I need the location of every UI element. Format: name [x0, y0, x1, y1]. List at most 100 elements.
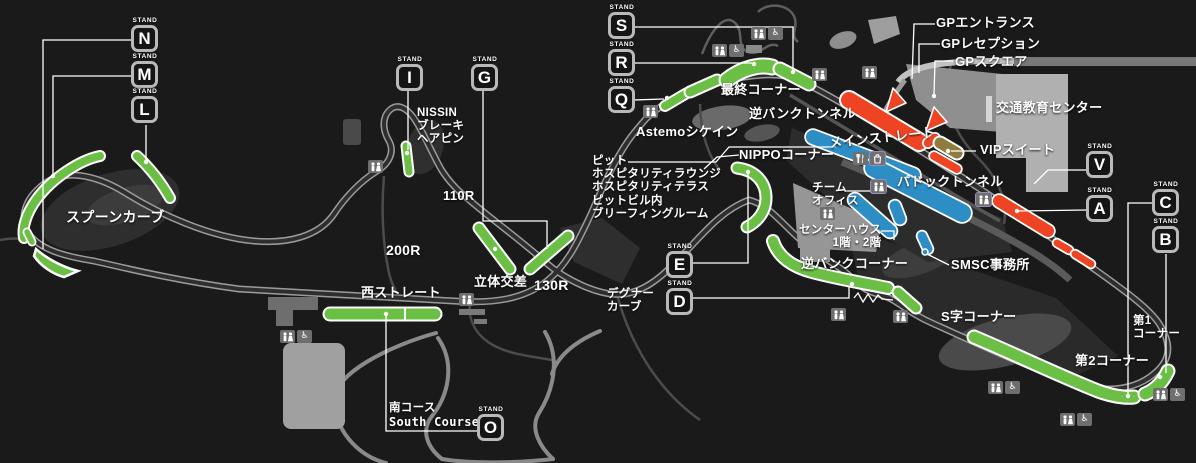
main-grandstand[interactable] [839, 90, 929, 152]
restroom-icon [751, 27, 766, 40]
stand-badge-b[interactable]: STAND B [1152, 218, 1180, 253]
leader-dots [50, 61, 1163, 399]
restroom-icon [862, 66, 877, 79]
stand-badge-d[interactable]: STAND D [666, 280, 694, 315]
label-paddock-tunnel: パドックトンネル [897, 174, 1004, 189]
label-line: センターハウス [799, 224, 882, 236]
label-turn-2: 第2コーナー [1075, 353, 1150, 368]
stand-badge-l[interactable]: STAND L [131, 88, 159, 123]
wheelchair-icon: ♿ [297, 330, 312, 343]
smsc-office-marker [921, 248, 929, 256]
gp-entrance-road [895, 57, 1016, 84]
stand-letter: B [1152, 226, 1179, 253]
restroom-accessible-icons: ♿ [1060, 413, 1092, 426]
restroom-accessible-icons: ♿ [751, 27, 783, 40]
label-s-curves: S字コーナー [941, 309, 1017, 324]
food-shop-icons [853, 151, 886, 166]
label-south-course-en: South Course [389, 415, 480, 429]
stand-badge-g[interactable]: STAND G [471, 56, 499, 91]
restroom-accessible-icons: ♿ [712, 44, 744, 57]
final-corner-stands[interactable] [659, 57, 817, 112]
label-line: 1階・2階 [832, 237, 882, 250]
restroom-icon [712, 44, 727, 57]
label-traffic-education-center: 交通教育センター [996, 100, 1103, 115]
label-line: ホスピタリティラウンジ [592, 168, 722, 181]
restroom-icon [643, 105, 658, 118]
stand-badge-e[interactable]: STAND E [666, 243, 694, 278]
label-130r: 130R [534, 277, 569, 293]
green-stands [17, 57, 1176, 405]
stand-badge-i[interactable]: STAND I [396, 56, 424, 91]
restroom-icon [975, 192, 992, 207]
label-gp-square: GPスクエア [955, 54, 1028, 69]
label-line: ホスピタリティテラス [592, 181, 710, 194]
stand-d-area[interactable] [766, 234, 923, 315]
leader-lines [42, 23, 1167, 432]
stand-letter: L [131, 96, 158, 123]
label-team-office: チーム オフィス [812, 182, 859, 208]
stand-n-area[interactable] [22, 227, 82, 279]
stand-l-area[interactable] [131, 150, 176, 204]
stand-letter: Q [608, 86, 635, 113]
crossover-stand-east[interactable] [523, 229, 575, 276]
stand-word: STAND [1087, 187, 1113, 194]
stand-letter: A [1086, 195, 1113, 222]
stand-badge-a[interactable]: STAND A [1086, 187, 1114, 222]
stand-word: STAND [1087, 143, 1113, 150]
restroom-accessible-icons: ♿ [1153, 388, 1185, 401]
stand-badge-n[interactable]: STAND N [131, 17, 159, 52]
label-line: ピットビル内 [592, 194, 663, 207]
center-house-building [793, 183, 882, 252]
wheelchair-icon: ♿ [729, 44, 744, 57]
stand-word: STAND [609, 4, 635, 11]
gp-square-area [906, 64, 1002, 132]
stand-letter: V [1086, 151, 1113, 178]
wheelchair-icon: ♿ [768, 27, 783, 40]
label-reverse-bank-corner: 逆バンクコーナー [801, 256, 909, 271]
stand-letter: S [608, 12, 635, 39]
stand-badge-c[interactable]: STAND C [1152, 181, 1180, 216]
stand-i-area[interactable] [400, 140, 415, 178]
restroom-icon [280, 330, 295, 343]
label-smsc-office: SMSC事務所 [951, 257, 1030, 272]
stand-e-area[interactable] [730, 161, 773, 234]
restroom-icon [1060, 413, 1075, 426]
label-200r: 200R [386, 242, 421, 258]
stand-letter: C [1152, 189, 1179, 216]
wheelchair-icon: ♿ [1077, 413, 1092, 426]
label-nissin-hairpin: NISSIN ブレーキ ヘアピン [417, 107, 464, 147]
restroom-icon [870, 179, 887, 194]
food-icon [853, 152, 868, 165]
stand-badge-s[interactable]: STAND S [608, 4, 636, 39]
vip-suite-structures[interactable] [922, 132, 965, 175]
stand-badge-r[interactable]: STAND R [608, 41, 636, 76]
stand-m-area[interactable] [17, 150, 106, 244]
stand-badge-o[interactable]: STAND O [477, 406, 505, 441]
stand-letter: M [131, 61, 158, 88]
wheelchair-icon: ♿ [1170, 388, 1185, 401]
stand-b-c-area[interactable] [966, 329, 1176, 405]
stand-badge-v[interactable]: STAND V [1086, 143, 1114, 178]
stand-word: STAND [609, 78, 635, 85]
stand-o-area[interactable] [322, 306, 443, 322]
stand-badge-q[interactable]: STAND Q [608, 78, 636, 113]
label-vip-suite: VIPスイート [980, 142, 1056, 157]
south-course-track [331, 329, 602, 463]
stand-a-area[interactable] [991, 193, 1097, 270]
stand-badge-m[interactable]: STAND M [131, 53, 159, 88]
restroom-icon [831, 308, 846, 321]
label-line: カーブ [607, 301, 642, 314]
traffic-education-center-building [996, 74, 1068, 192]
parking-area [283, 343, 345, 429]
restroom-icon [812, 68, 827, 81]
wheelchair-icon: ♿ [1005, 381, 1020, 394]
label-line: デグナー [607, 288, 655, 300]
stand-word: STAND [132, 17, 158, 24]
label-pit-hospitality: ピット ホスピタリティラウンジ ホスピタリティテラス ピットビル内 ブリーフィン… [592, 155, 721, 221]
stand-letter: N [131, 25, 158, 52]
restroom-accessible-icons: ♿ [988, 381, 1020, 394]
label-line: チーム [812, 182, 848, 194]
stand-word: STAND [132, 53, 158, 60]
pointer-arrows [885, 87, 948, 132]
label-line: コーナー [1133, 328, 1181, 341]
